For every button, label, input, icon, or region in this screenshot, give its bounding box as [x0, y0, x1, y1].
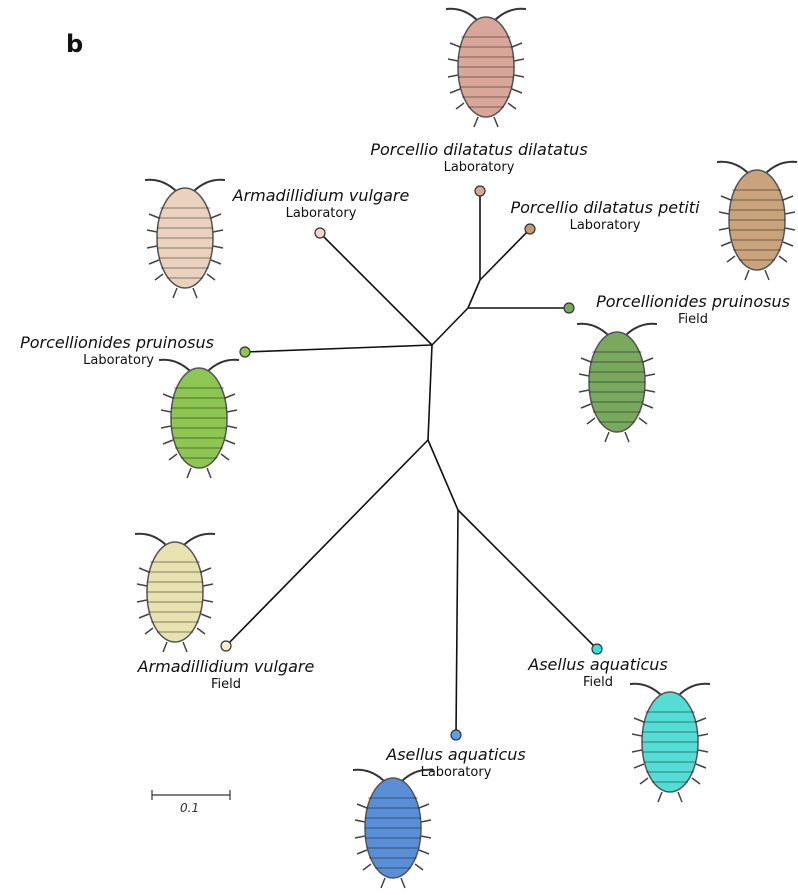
- species-name: Asellus aquaticus: [522, 655, 674, 675]
- beige-isopod-icon: [145, 180, 225, 298]
- source-label: Field: [522, 675, 674, 691]
- branch: [428, 440, 458, 510]
- leaf-label-porcellionides-lab: Porcellionides pruinosus Laboratory: [12, 333, 222, 369]
- species-name: Porcellio dilatatus dilatatus: [362, 140, 596, 160]
- panel-letter: b: [66, 30, 83, 58]
- leaf-label-porcellio-dilatatus-petiti: Porcellio dilatatus petiti Laboratory: [504, 198, 706, 234]
- species-name: Armadillidium vulgare: [130, 657, 322, 677]
- cyan-isopod-icon: [630, 684, 710, 802]
- tip-marker-armadillidium-field: [221, 641, 231, 651]
- branch: [468, 280, 480, 308]
- scale-bar: [152, 790, 230, 800]
- leaf-label-porcellio-dilatatus-dilatatus: Porcellio dilatatus dilatatus Laboratory: [362, 140, 596, 176]
- leaf-label-armadillidium-lab: Armadillidium vulgare Laboratory: [226, 186, 416, 222]
- species-name: Porcellio dilatatus petiti: [504, 198, 706, 218]
- source-label: Field: [588, 312, 798, 328]
- source-label: Laboratory: [380, 765, 532, 781]
- lime-isopod-icon: [159, 360, 239, 478]
- source-label: Laboratory: [12, 353, 222, 369]
- source-label: Laboratory: [226, 206, 416, 222]
- tip-marker-porcellionides-lab: [240, 347, 250, 357]
- species-name: Porcellionides pruinosus: [588, 292, 798, 312]
- branch: [456, 510, 458, 735]
- tip-marker-porcellio-dilatatus-dilatatus: [475, 186, 485, 196]
- tree-branches: [226, 191, 597, 735]
- branch: [226, 440, 428, 646]
- tip-marker-asellus-lab: [451, 730, 461, 740]
- pink-isopod-icon: [446, 9, 526, 127]
- leaf-label-armadillidium-field: Armadillidium vulgare Field: [130, 657, 322, 693]
- tan-isopod-icon: [717, 162, 797, 280]
- cream-isopod-icon: [135, 534, 215, 652]
- leaf-label-porcellionides-field: Porcellionides pruinosus Field: [588, 292, 798, 328]
- source-label: Laboratory: [504, 218, 706, 234]
- tip-marker-asellus-field: [592, 644, 602, 654]
- branch: [320, 233, 432, 345]
- tip-marker-porcellionides-field: [564, 303, 574, 313]
- species-name: Armadillidium vulgare: [226, 186, 416, 206]
- branch: [480, 229, 530, 280]
- species-name: Asellus aquaticus: [380, 745, 532, 765]
- tip-marker-armadillidium-lab: [315, 228, 325, 238]
- blue-isopod-icon: [353, 770, 433, 888]
- source-label: Field: [130, 677, 322, 693]
- leaf-label-asellus-lab: Asellus aquaticus Laboratory: [380, 745, 532, 781]
- source-label: Laboratory: [362, 160, 596, 176]
- branch: [428, 345, 432, 440]
- branch: [432, 308, 468, 345]
- scale-bar-label: 0.1: [180, 801, 199, 815]
- branch: [458, 510, 597, 649]
- leaf-label-asellus-field: Asellus aquaticus Field: [522, 655, 674, 691]
- green-isopod-icon: [577, 324, 657, 442]
- species-name: Porcellionides pruinosus: [12, 333, 222, 353]
- branch: [245, 345, 432, 352]
